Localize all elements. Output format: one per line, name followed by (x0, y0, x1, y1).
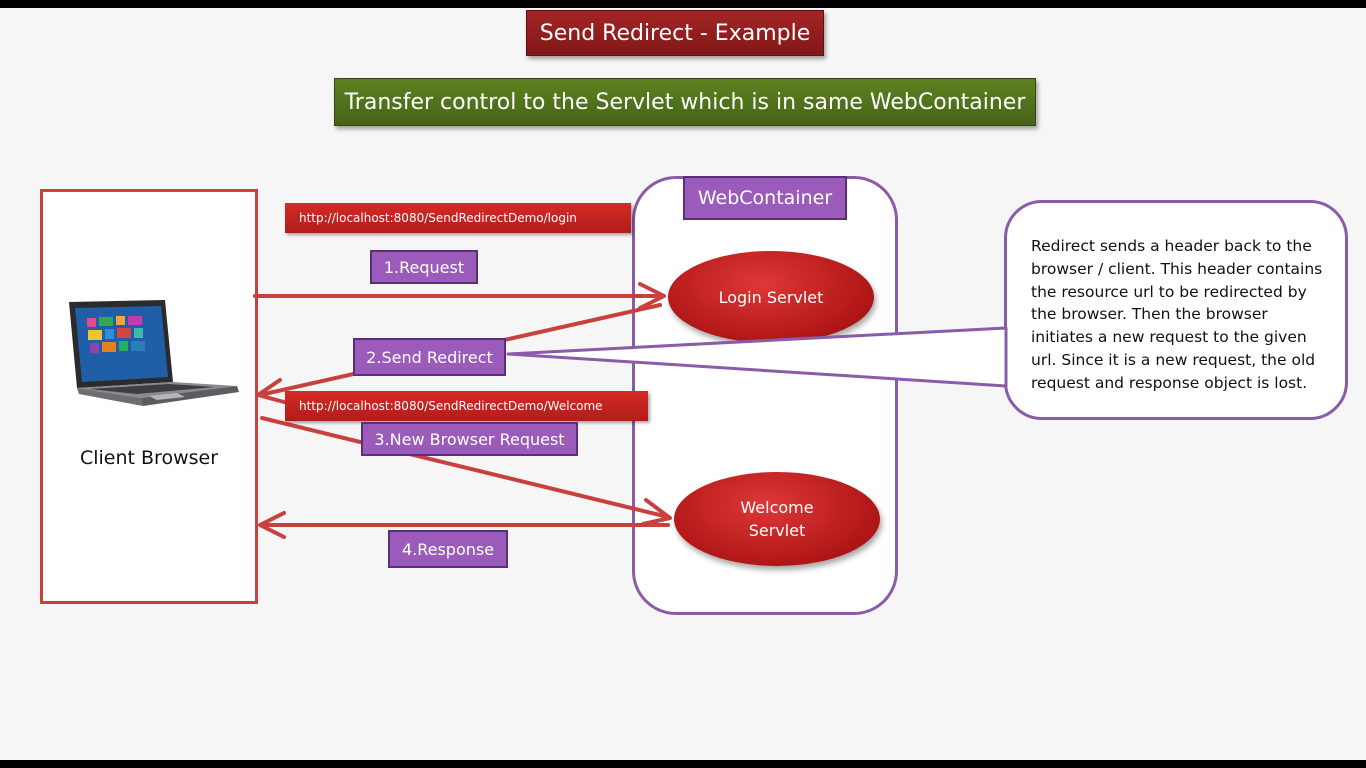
welcome-servlet-node: Welcome Servlet (674, 472, 880, 566)
step-send-redirect-label: 2.Send Redirect (353, 338, 506, 376)
login-servlet-node: Login Servlet (668, 251, 874, 343)
redirect-explanation-text: Redirect sends a header back to the brow… (1031, 237, 1323, 392)
laptop-icon (69, 300, 239, 406)
login-servlet-label: Login Servlet (718, 287, 824, 307)
redirect-explanation-note: Redirect sends a header back to the brow… (1004, 200, 1348, 420)
slide: Send Redirect - Example Transfer control… (0, 8, 1366, 760)
diagram-title: Send Redirect - Example (526, 10, 824, 56)
diagram-title-text: Send Redirect - Example (539, 20, 811, 46)
diagram-subtitle-text: Transfer control to the Servlet which is… (344, 89, 1026, 115)
welcome-servlet-label: Welcome Servlet (740, 498, 814, 540)
step-response-label: 4.Response (388, 530, 508, 568)
new-request-arrow (260, 416, 672, 526)
client-browser-label: Client Browser (79, 447, 219, 469)
client-browser-box: Client Browser (40, 189, 258, 604)
welcome-url-label: http://localhost:8080/SendRedirectDemo/W… (285, 391, 648, 421)
response-arrow (258, 511, 670, 539)
web-container-label: WebContainer (683, 176, 847, 220)
note-callout-pointer (506, 326, 1008, 388)
step-request-label: 1.Request (370, 250, 478, 284)
step-new-request-label: 3.New Browser Request (361, 422, 578, 456)
connector-layer (253, 282, 1008, 539)
login-url-label: http://localhost:8080/SendRedirectDemo/l… (285, 203, 631, 233)
diagram-subtitle: Transfer control to the Servlet which is… (334, 78, 1036, 126)
request-arrow (253, 282, 666, 310)
